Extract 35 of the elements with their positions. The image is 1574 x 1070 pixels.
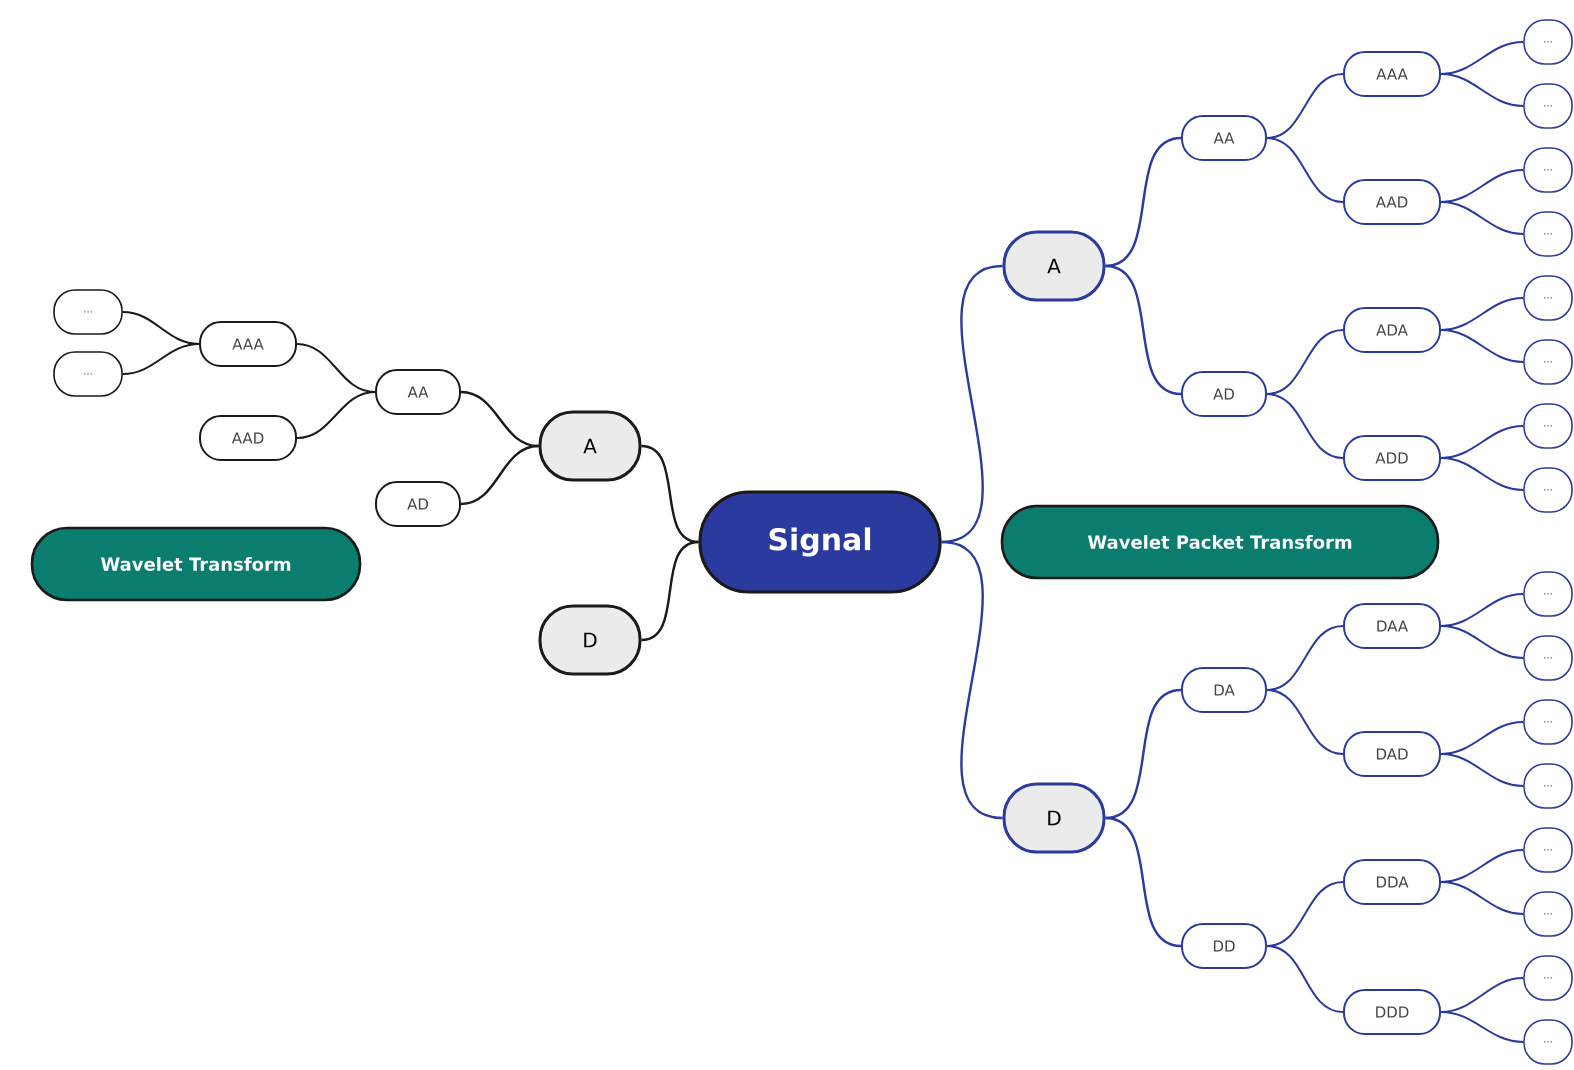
- branch-line: [941, 540, 1003, 820]
- branch-line: [1440, 329, 1525, 363]
- topic-box: A: [1002, 230, 1106, 302]
- topic-box: D: [538, 604, 642, 676]
- topic-box: A: [538, 410, 642, 482]
- branch-line: [1105, 688, 1182, 820]
- branch-line: [1105, 136, 1182, 268]
- central-topic-box: Signal: [698, 490, 942, 594]
- branch-line: [1266, 945, 1344, 1013]
- branch-line: [1440, 753, 1525, 787]
- branch-line: [1266, 329, 1344, 395]
- title-band: Wavelet Packet Transform: [1000, 504, 1440, 580]
- branch-line: [641, 540, 699, 642]
- branch-line: [1440, 625, 1525, 659]
- branch-line: [941, 264, 1003, 544]
- topic-box: D: [1002, 782, 1106, 854]
- branch-line: [121, 343, 200, 375]
- branch-line: [1440, 881, 1525, 915]
- branch-line: [1440, 201, 1525, 235]
- branch-line: [460, 444, 539, 506]
- branch-line: [1105, 264, 1182, 396]
- branch-line: [460, 390, 539, 448]
- title-band: Wavelet Transform: [30, 526, 362, 602]
- branch-line: [1105, 816, 1182, 948]
- branch-line: [1440, 1011, 1525, 1043]
- branch-line: [1266, 137, 1344, 203]
- branch-line: [296, 391, 376, 439]
- branch-line: [1266, 689, 1344, 755]
- branch-line: [1440, 73, 1525, 107]
- branch-line: [1266, 393, 1344, 459]
- branch-line: [641, 444, 699, 544]
- branch-line: [1440, 457, 1525, 491]
- branch-line: [1266, 625, 1344, 691]
- branch-line: [1266, 881, 1344, 947]
- branch-line: [1266, 73, 1344, 139]
